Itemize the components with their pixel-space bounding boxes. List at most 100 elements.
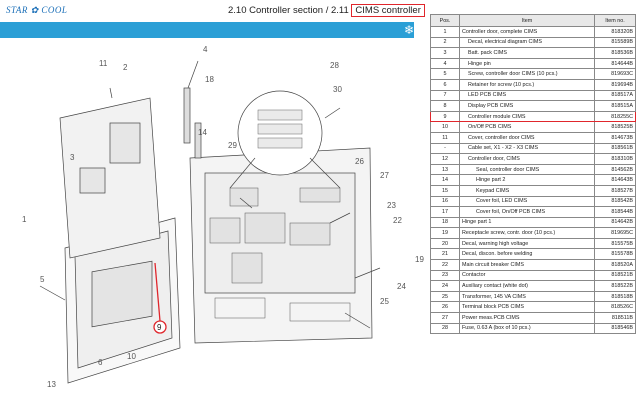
highlighted-section: CIMS controller (351, 4, 425, 17)
band-end (414, 22, 428, 38)
cell-no: 819695C (594, 227, 636, 239)
cell-pos: 3 (430, 47, 460, 59)
cell-pos: 12 (430, 153, 460, 165)
rear-cover (59, 97, 161, 259)
callout-23: 23 (387, 201, 396, 210)
cell-no: 818511B (594, 312, 636, 324)
cell-item: Controller module CIMS (459, 110, 595, 123)
callout-24: 24 (397, 282, 406, 291)
callout-11: 11 (99, 59, 108, 68)
cell-no: 815589B (594, 36, 636, 49)
exploded-drawing: 1 2 3 4 5 6 9 10 11 13 14 18 19 22 23 24… (22, 45, 424, 389)
cell-no: 818526C (594, 301, 636, 314)
cell-pos: 17 (430, 206, 460, 218)
cell-no: 818515A (594, 100, 636, 112)
callout-1: 1 (22, 215, 27, 224)
cell-item: Hinge part 1 (459, 216, 595, 229)
cell-pos: 18 (430, 216, 460, 229)
cell-pos: 20 (430, 237, 460, 250)
cell-item: On/Off PCB CIMS (459, 121, 595, 133)
cell-item: Receptacle screw, contr. door (10 pcs.) (459, 227, 595, 239)
cell-no: 818320B (594, 26, 636, 38)
cell-no: 818542B (594, 195, 636, 208)
cell-item: Fuse, 0.63 A (box of 10 pcs.) (459, 322, 595, 335)
cell-pos: 9 (430, 110, 460, 123)
cell-no: 818310B (594, 153, 636, 165)
callout-4: 4 (203, 45, 208, 54)
cell-item: Cable set, X1 - X2 - X3 CIMS (459, 142, 595, 155)
callout-18: 18 (205, 75, 214, 84)
callout-22: 22 (393, 216, 402, 225)
callout-19: 19 (415, 255, 424, 264)
cell-pos: 11 (430, 131, 460, 144)
cell-item: Auxiliary contact (white dot) (459, 280, 595, 292)
callout-5: 5 (40, 275, 45, 284)
cell-pos: 7 (430, 89, 460, 102)
cell-pos: 16 (430, 195, 460, 208)
cell-no: 818521B (594, 269, 636, 282)
cell-item: Hinge part 2 (459, 174, 595, 186)
callout-2: 2 (123, 63, 128, 72)
cell-no: 814642B (594, 216, 636, 229)
cell-item: Display PCB CIMS (459, 100, 595, 112)
accent-band (0, 22, 414, 38)
callout-10: 10 (127, 352, 136, 361)
cell-pos: 4 (430, 57, 460, 70)
cell-item: LED PCB CIMS (459, 89, 595, 102)
callout-14: 14 (198, 128, 207, 137)
cell-item: Decal, electrical diagram CIMS (459, 36, 595, 49)
cell-item: Keypad CIMS (459, 184, 595, 197)
snowflake-icon: ❄ (404, 23, 415, 37)
cell-no: 818520A (594, 259, 636, 271)
cell-pos: 13 (430, 163, 460, 176)
brand-logo: STAR ✿ COOL (6, 5, 68, 15)
cell-pos: 28 (430, 322, 460, 335)
cell-pos: 15 (430, 184, 460, 197)
cell-item: Main circuit breaker CIMS (459, 259, 595, 271)
cell-item: Transformer, 145 VA CIMS (459, 290, 595, 303)
callout-3: 3 (70, 153, 75, 162)
cell-item: Cover, controller door CIMS (459, 131, 595, 144)
callout-25: 25 (380, 297, 389, 306)
cell-no: 815575B (594, 237, 636, 250)
cell-item: Cover foil, LED CIMS (459, 195, 595, 208)
col-pos-header: Pos. (430, 14, 460, 27)
cell-no: 819694B (594, 78, 636, 91)
cell-no: 818255C (594, 110, 636, 123)
cell-no: 814644B (594, 57, 636, 70)
cell-no: 815578B (594, 248, 636, 261)
cell-pos: 25 (430, 290, 460, 303)
cell-no: 818525B (594, 121, 636, 133)
cell-pos: 21 (430, 248, 460, 261)
callout-27: 27 (380, 171, 389, 180)
